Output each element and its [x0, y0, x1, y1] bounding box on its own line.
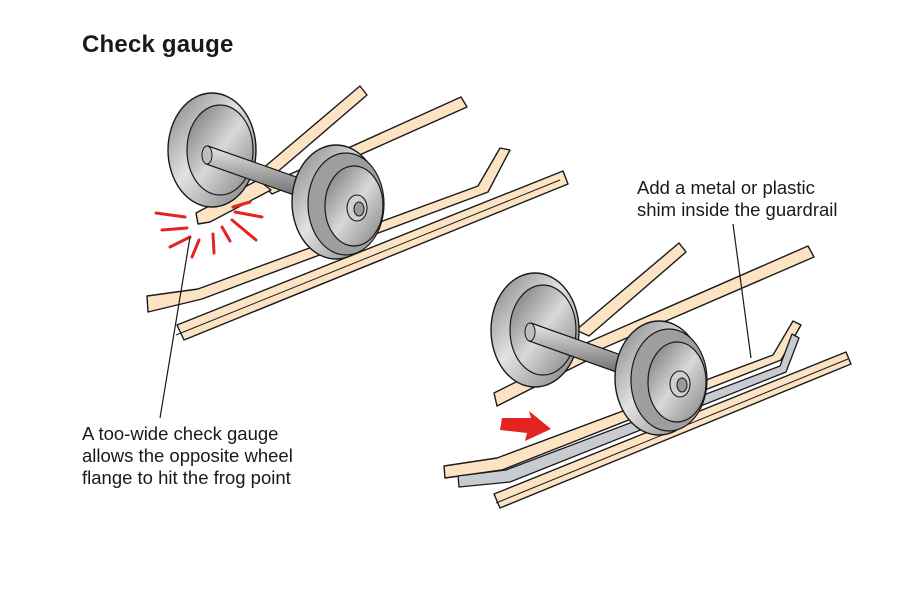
right-leader-line	[732, 223, 752, 359]
right-frog-rail-upper	[575, 242, 687, 337]
diagram-title: Check gauge	[82, 31, 234, 58]
right-caption: Add a metal or plastic shim inside the g…	[637, 177, 838, 221]
right-scene	[443, 223, 852, 509]
left-caption-line: A too-wide check gauge	[82, 423, 279, 444]
shim-strip	[457, 333, 800, 488]
left-leader-line	[159, 236, 191, 419]
left-caption-line: flange to hit the frog point	[82, 467, 291, 488]
right-caption-line: Add a metal or plastic	[637, 177, 815, 198]
left-caption: A too-wide check gauge allows the opposi…	[82, 423, 293, 489]
left-scene	[146, 85, 569, 419]
impact-burst-icon	[154, 200, 264, 259]
direction-arrow-icon	[500, 411, 551, 441]
right-caption-line: shim inside the guardrail	[637, 199, 838, 220]
left-caption-line: allows the opposite wheel	[82, 445, 293, 466]
right-front-wheel	[614, 320, 708, 436]
left-guardrail	[146, 147, 511, 313]
left-front-wheel	[291, 144, 385, 260]
